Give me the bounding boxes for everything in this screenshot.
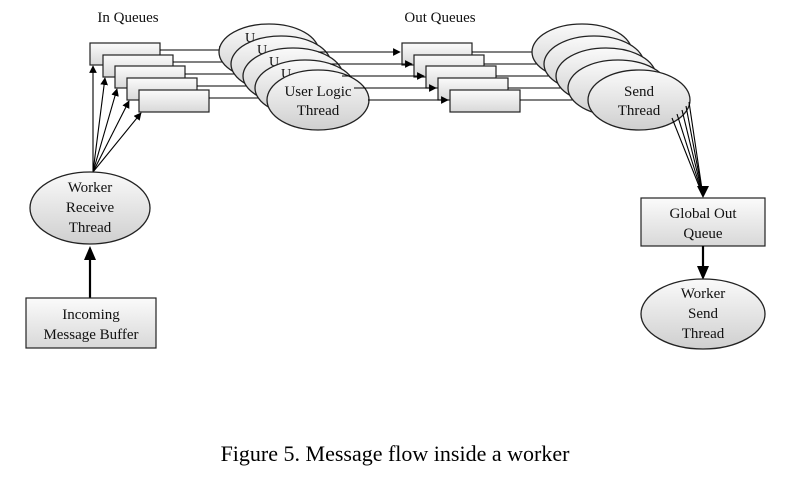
out-queues-label: Out Queues <box>404 10 475 26</box>
arrowhead <box>697 186 709 198</box>
arrowhead <box>697 266 709 280</box>
global-out-label-line2: Queue <box>683 226 722 242</box>
figure-caption: Figure 5. Message flow inside a worker <box>221 441 571 466</box>
send-to-globalout-arrows <box>671 101 709 198</box>
user-logic-label-line2: Thread <box>297 103 340 119</box>
worker-receive-label-line2: Receive <box>66 200 115 216</box>
incoming-buffer-label-line2: Message Buffer <box>43 327 138 343</box>
flow-arrow <box>92 88 119 173</box>
in-queues-label: In Queues <box>97 10 158 26</box>
send-thread-label-line2: Thread <box>618 103 661 119</box>
partial-label: U <box>269 55 279 70</box>
worker-send-label-line1: Worker <box>681 286 726 302</box>
receive-to-inqueue-arrows <box>89 65 142 173</box>
worker-send-thread-ellipse <box>640 278 766 350</box>
send-thread-ellipse <box>587 69 691 131</box>
user-logic-stack: U U U U User Logic Thread <box>218 23 370 131</box>
flow-arrow <box>92 77 108 173</box>
userlogic-to-outqueue-arrows <box>318 48 449 104</box>
flow-line <box>671 117 704 197</box>
flow-line <box>676 113 704 197</box>
partial-label: U <box>281 67 291 82</box>
flow-line <box>685 105 704 197</box>
worker-send-label-line2: Send <box>688 306 719 322</box>
in-queue-box <box>138 89 210 113</box>
partial-label: U <box>257 43 267 58</box>
flow-line <box>681 109 704 197</box>
worker-receive-label-line3: Thread <box>69 220 112 236</box>
incoming-buffer-label-line1: Incoming <box>62 307 120 323</box>
in-queue-stack <box>89 42 210 113</box>
flow-arrow <box>92 100 130 173</box>
send-thread-stack: Send Thread <box>531 23 691 131</box>
worker-receive-thread-ellipse <box>29 171 151 245</box>
flow-arrow <box>92 112 142 173</box>
send-thread-label-line1: Send <box>624 84 655 100</box>
worker-send-label-line3: Thread <box>682 326 725 342</box>
incoming-message-buffer-box <box>25 297 157 349</box>
user-logic-label-line1: User Logic <box>284 84 351 100</box>
global-out-label-line1: Global Out <box>669 206 737 222</box>
out-queue-stack <box>401 42 521 113</box>
out-queue-box <box>449 89 521 113</box>
arrowhead <box>84 246 96 260</box>
worker-receive-label-line1: Worker <box>68 180 113 196</box>
flow-line <box>688 101 704 197</box>
user-logic-thread-ellipse <box>266 69 370 131</box>
partial-label: U <box>245 31 255 46</box>
